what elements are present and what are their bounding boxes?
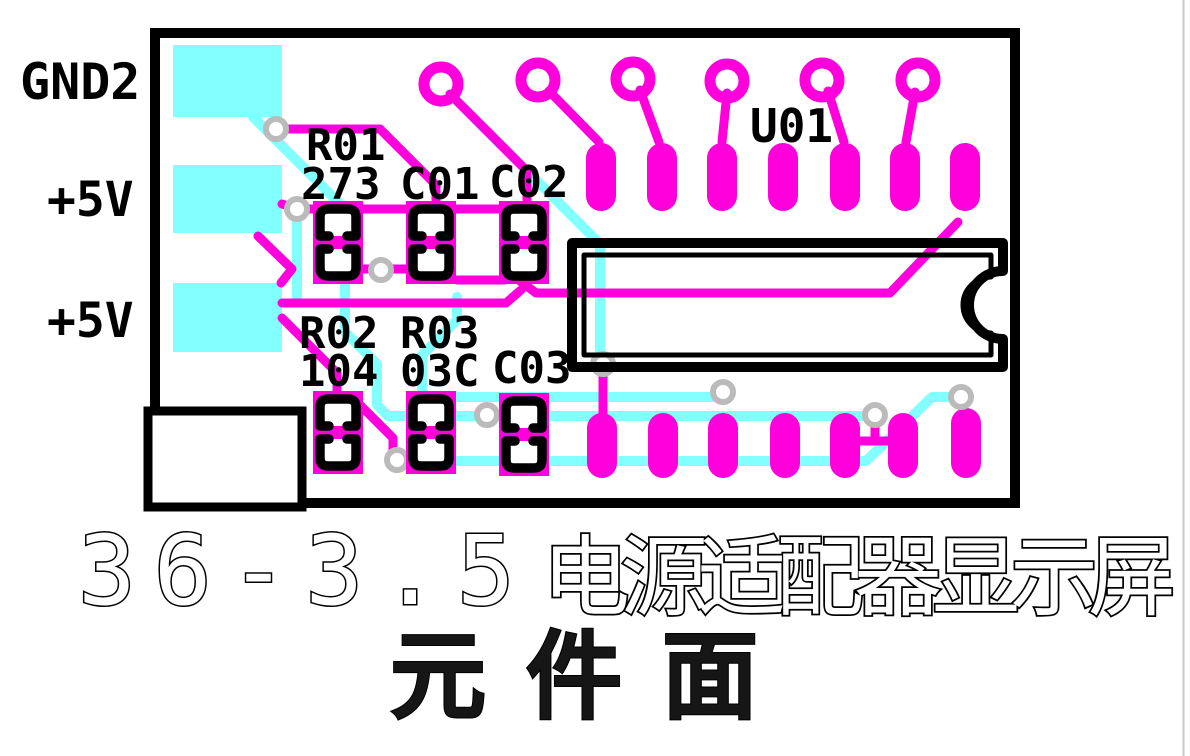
ring-pad: [799, 57, 845, 103]
pad-oval: [587, 413, 617, 478]
pad-bracket-top: [408, 204, 454, 241]
u01-ic-outline: [567, 238, 1008, 372]
via: [384, 447, 410, 473]
trace-5v-pads-link: [253, 231, 297, 288]
trace-via1-to-c01: [271, 124, 441, 212]
pad-bracket-bottom: [315, 434, 361, 471]
ref-c02: C02: [489, 157, 568, 208]
ic-inner-outline: [581, 252, 994, 358]
val-r02: 104: [299, 346, 378, 397]
u01-bottom-pads: [587, 408, 981, 478]
ring-pad: [515, 57, 561, 103]
pad-oval: [890, 143, 920, 211]
via: [474, 402, 500, 428]
pad-bracket-bottom: [408, 434, 454, 471]
pad-oval: [647, 143, 677, 211]
trace-ring1-to-c02: [445, 89, 532, 205]
component-c02: [499, 201, 549, 284]
pad-oval: [950, 143, 980, 211]
plus5v-pad-1: [173, 165, 282, 233]
title-board-number: 36-3.5: [78, 515, 533, 627]
edge-pads-bottom-copper: [173, 45, 282, 352]
title-board-name: 电源适配器显示屏: [542, 526, 1172, 629]
component-r01: [313, 201, 363, 284]
pad-bracket-top: [315, 204, 361, 241]
pad-oval: [770, 413, 800, 478]
trace-5v-rail: [277, 285, 526, 308]
component-c03: [499, 393, 549, 476]
stub-ring2: [544, 86, 604, 147]
pad-oval: [768, 143, 798, 211]
ref-c03: C03: [492, 343, 571, 394]
via: [368, 257, 394, 283]
pad-bracket-top: [315, 394, 361, 431]
component-c01: [406, 201, 456, 284]
ring-pads: [418, 56, 941, 107]
ref-r03: R03: [400, 308, 479, 359]
pad-oval: [830, 413, 860, 478]
via: [284, 196, 310, 222]
plus5v-pad-2: [173, 283, 282, 352]
pad-bracket-top: [501, 396, 547, 433]
net-label-gnd2: GND2: [20, 53, 140, 111]
ring-pad: [418, 61, 464, 107]
pad-bracket-bottom: [315, 244, 361, 281]
via: [862, 402, 888, 428]
pad-oval: [648, 413, 678, 478]
pad-bracket-bottom: [408, 244, 454, 281]
gnd2-pad: [173, 45, 282, 117]
pad-oval: [586, 143, 616, 211]
ref-u01: U01: [750, 99, 833, 153]
ring-pad: [895, 57, 941, 103]
title-side-label: 元件面: [390, 620, 798, 733]
component-r03: [406, 391, 456, 474]
ring-pad: [610, 56, 656, 102]
pad-oval: [888, 413, 918, 478]
val-r03: 03C: [400, 346, 479, 397]
ref-r02: R02: [299, 308, 378, 359]
smd-components: [313, 201, 549, 476]
trace-5v-to-r02: [277, 313, 342, 400]
pad-bracket-top: [501, 204, 547, 241]
component-r02: [313, 391, 363, 474]
val-r01: 273: [301, 159, 380, 210]
ring-pad: [704, 58, 750, 104]
via: [948, 384, 974, 410]
trace-c01-to-r03: [417, 292, 462, 403]
via: [710, 379, 736, 405]
pad-oval: [830, 143, 860, 211]
ic-outer-outline: [567, 238, 1008, 372]
connector-cutout: [143, 406, 307, 512]
pad-oval: [707, 143, 737, 211]
ref-r01: R01: [306, 120, 385, 171]
pad-bracket-top: [408, 394, 454, 431]
pad-bracket-bottom: [501, 436, 547, 473]
u01-top-pads: [586, 143, 980, 211]
ref-c01: C01: [400, 159, 479, 210]
pad-oval: [708, 413, 738, 478]
net-label-5v-1: +5V: [47, 172, 134, 228]
pad-bracket-bottom: [501, 244, 547, 281]
pad-oval: [951, 408, 981, 478]
via: [263, 116, 289, 142]
net-label-5v-2: +5V: [47, 293, 134, 349]
